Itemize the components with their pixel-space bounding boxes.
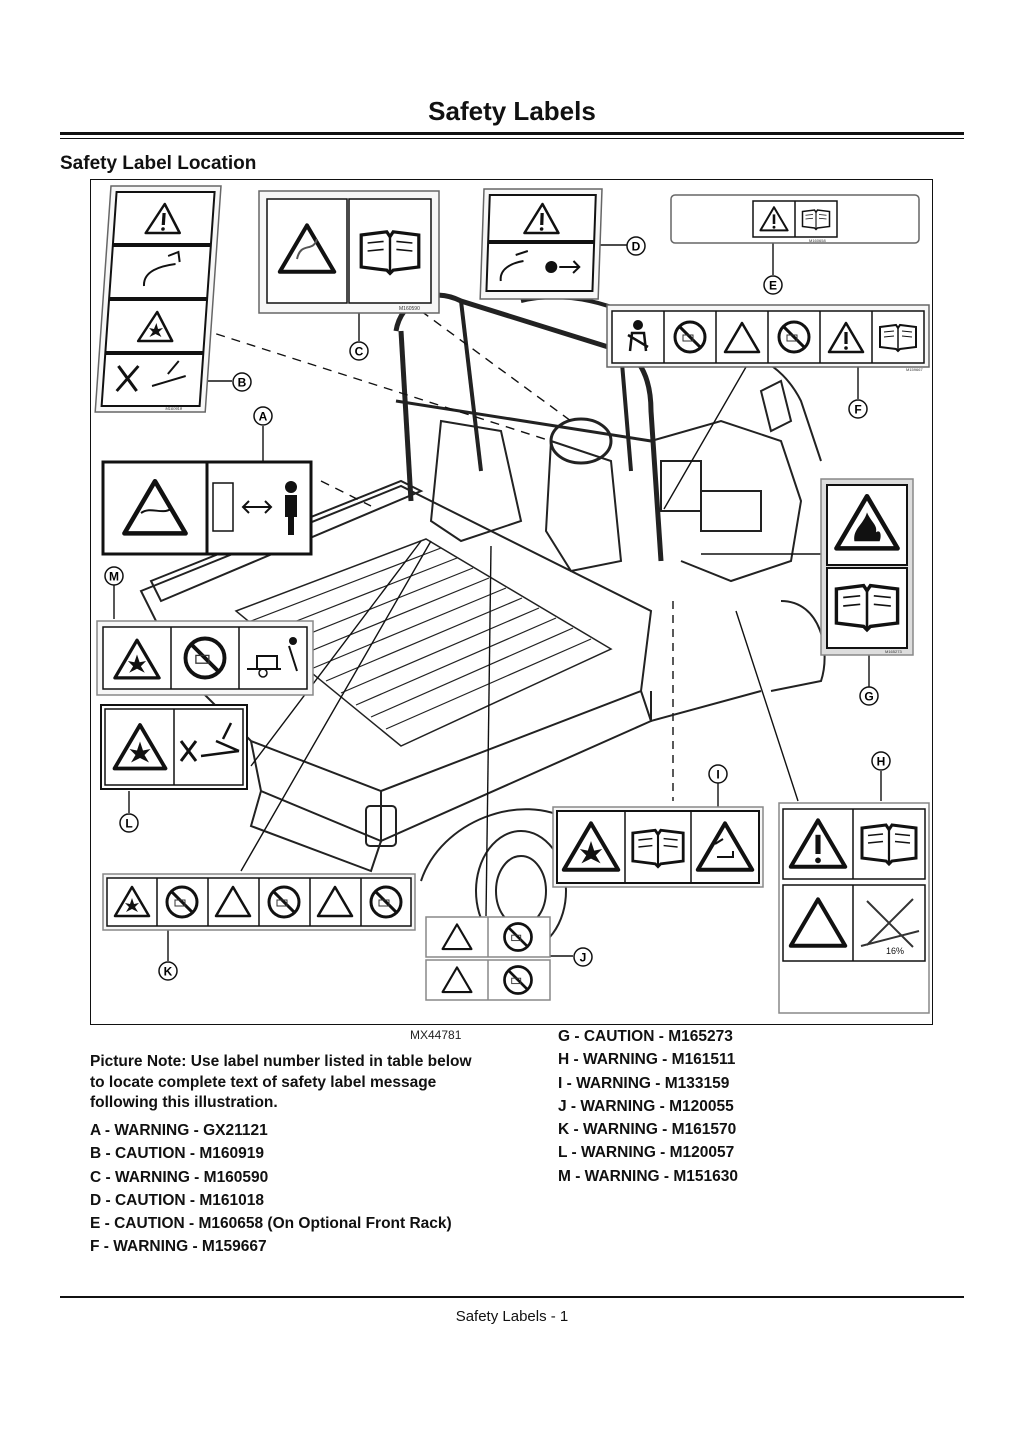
decal-k	[102, 873, 416, 931]
callout-c: C	[349, 341, 369, 361]
leader-lines	[113, 243, 882, 961]
callout-b: B	[232, 372, 252, 392]
decal-c-code: M160590	[399, 306, 420, 312]
decal-b: M160919	[94, 185, 222, 413]
label-item-c: C - WARNING - M160590	[90, 1168, 269, 1186]
svg-text:C: C	[355, 345, 364, 359]
decal-m	[96, 620, 314, 696]
page-title: Safety Labels	[428, 96, 596, 126]
label-item-b: B - CAUTION - M160919	[90, 1145, 264, 1163]
figure-id: MX44781	[410, 1028, 462, 1042]
svg-text:B: B	[238, 376, 247, 390]
decal-a	[101, 460, 313, 556]
decal-f-code: M159667	[906, 367, 923, 372]
decal-c: M160590	[258, 190, 440, 314]
label-item-j: J - WARNING - M120055	[558, 1097, 734, 1115]
callout-m: M	[104, 566, 124, 586]
label-item-a: A - WARNING - GX21121	[90, 1122, 268, 1139]
svg-text:A: A	[259, 410, 268, 424]
decal-f: M159667	[606, 304, 930, 372]
svg-text:H: H	[877, 755, 886, 769]
label-item-m: M - WARNING - M151630	[558, 1167, 739, 1185]
decal-g: M165273	[820, 478, 914, 656]
svg-text:D: D	[632, 240, 641, 254]
label-list-left: A - WARNING - GX21121 B - CAUTION - M160…	[90, 1119, 452, 1259]
callout-l: L	[119, 813, 139, 833]
footer-rule	[60, 1296, 964, 1298]
decal-i	[552, 806, 764, 888]
picture-note: Picture Note: Use label number listed in…	[90, 1053, 472, 1111]
callout-g: G	[859, 686, 879, 706]
safety-label-location-figure: M160919 M160590 M160658	[90, 179, 933, 1025]
decal-h: 16%	[778, 802, 930, 1014]
callout-d: D	[626, 236, 646, 256]
decal-b-code: M160919	[165, 406, 183, 411]
svg-text:L: L	[125, 817, 132, 831]
label-list-right: G - CAUTION - M165273 H - WARNING - M161…	[558, 1025, 738, 1188]
vehicle-illustration: M160919 M160590 M160658	[94, 185, 930, 1014]
callout-k: K	[158, 961, 178, 981]
callout-e: E	[763, 275, 783, 295]
decal-h-grade: 16%	[886, 946, 904, 956]
label-item-i: I - WARNING - M133159	[558, 1074, 730, 1092]
decal-j	[425, 916, 551, 1001]
svg-text:K: K	[164, 965, 173, 979]
callout-j: J	[573, 947, 593, 967]
decal-l	[100, 704, 248, 790]
svg-text:E: E	[769, 279, 777, 293]
decal-e: M160658	[670, 194, 920, 244]
callout-i: I	[708, 764, 728, 784]
svg-text:M: M	[109, 570, 119, 584]
label-item-f: F - WARNING - M159667	[90, 1238, 267, 1256]
label-item-g: G - CAUTION - M165273	[558, 1028, 733, 1045]
label-item-d: D - CAUTION - M161018	[90, 1191, 264, 1209]
label-item-k: K - WARNING - M161570	[558, 1121, 737, 1139]
decal-g-code: M165273	[885, 649, 902, 654]
callout-h: H	[871, 751, 891, 771]
svg-text:J: J	[580, 951, 587, 965]
section-heading: Safety Label Location	[60, 153, 257, 174]
svg-text:I: I	[716, 768, 719, 782]
label-item-e: E - CAUTION - M160658 (On Optional Front…	[90, 1215, 452, 1233]
callout-a: A	[253, 406, 273, 426]
callouts: A B C D E F G H I J K L M	[104, 236, 891, 981]
label-item-h: H - WARNING - M161511	[558, 1051, 736, 1069]
svg-text:G: G	[864, 690, 873, 704]
title-rule-thin	[60, 138, 964, 139]
svg-text:F: F	[854, 403, 861, 417]
decal-d	[479, 188, 603, 300]
callout-f: F	[848, 399, 868, 419]
page-footer: Safety Labels - 1	[455, 1308, 569, 1325]
decal-e-code: M160658	[809, 238, 826, 243]
label-item-l: L - WARNING - M120057	[558, 1144, 735, 1162]
title-rule-thick	[60, 132, 964, 135]
